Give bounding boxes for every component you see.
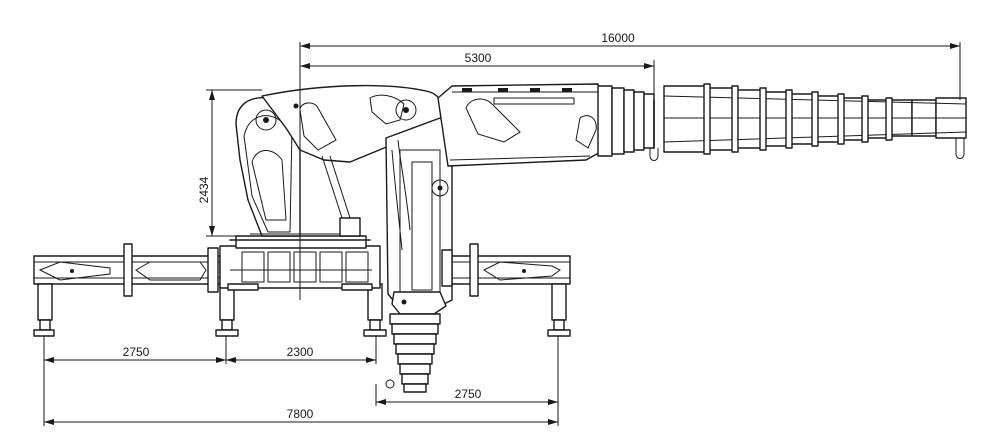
dim-outrigger-mid: 2300 [226,345,376,363]
dim-column-height: 2434 [197,89,262,237]
outrigger-leg-4 [547,283,571,337]
outrigger-legs [33,283,571,337]
dim-outrigger-right: 2750 [376,387,558,405]
outrigger-leg-2 [215,283,239,337]
dim-inner-reach-label: 5300 [465,51,492,65]
dim-outrigger-right-label: 2750 [455,387,482,401]
dim-inner-reach: 5300 [300,51,654,69]
vertical-telescope [385,313,441,393]
outer-boom-base [437,83,605,167]
boom-telescope-sections [597,85,659,161]
dim-outrigger-left: 2750 [44,345,226,363]
jib-extension [663,83,967,159]
outrigger-beam [33,243,571,297]
outrigger-leg-1 [33,283,55,337]
dim-total-reach: 16000 [300,31,960,49]
dim-overall-width: 7800 [44,407,558,425]
outrigger-leg-3 [363,283,387,337]
dim-total-reach-label: 16000 [601,31,635,45]
dim-outrigger-mid-label: 2300 [287,345,314,359]
knuckle-column [385,117,453,315]
dim-outrigger-left-label: 2750 [123,345,150,359]
dim-column-height-label: 2434 [197,176,211,203]
dim-overall-width-label: 7800 [287,407,314,421]
